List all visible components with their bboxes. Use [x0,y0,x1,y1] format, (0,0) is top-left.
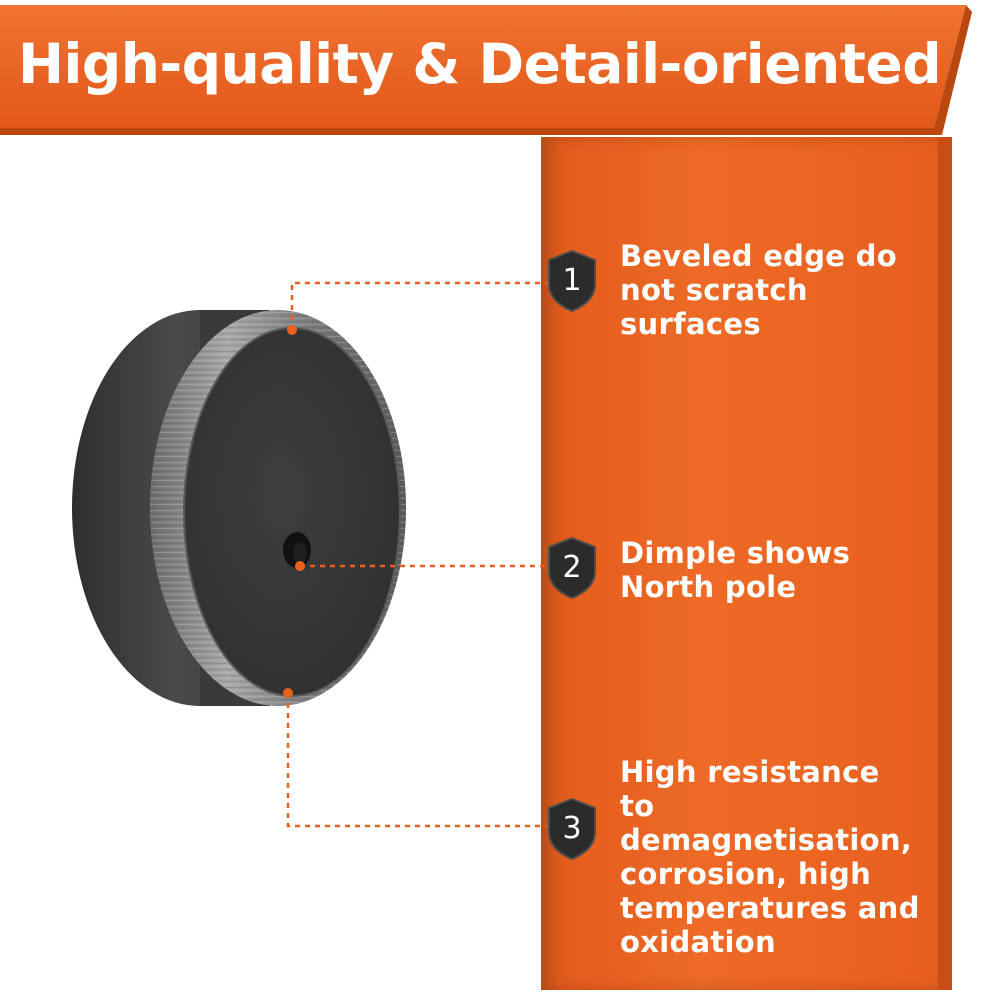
shield-icon [548,797,596,861]
feature-1-text: Beveled edge do not scratch surfaces [620,239,897,341]
feature-2-badge: 2 [548,536,604,600]
feature-3-number: 3 [562,810,582,846]
feature-1-number: 1 [562,262,582,298]
feature-2-number: 2 [562,549,582,585]
page-title: High-quality & Detail-oriented [18,32,942,96]
feature-3-badge: 3 [548,797,604,861]
banner-shape [0,5,972,135]
feature-2-text: Dimple shows North pole [620,536,851,604]
feature-panel-edge [938,137,952,990]
shield-icon [548,249,596,313]
feature-3-text: High resistance to demagnetisation, corr… [620,755,920,959]
feature-1-badge: 1 [548,249,604,313]
shield-icon [548,536,596,600]
feature-panel [541,137,938,990]
header-banner: High-quality & Detail-oriented [0,0,1000,135]
